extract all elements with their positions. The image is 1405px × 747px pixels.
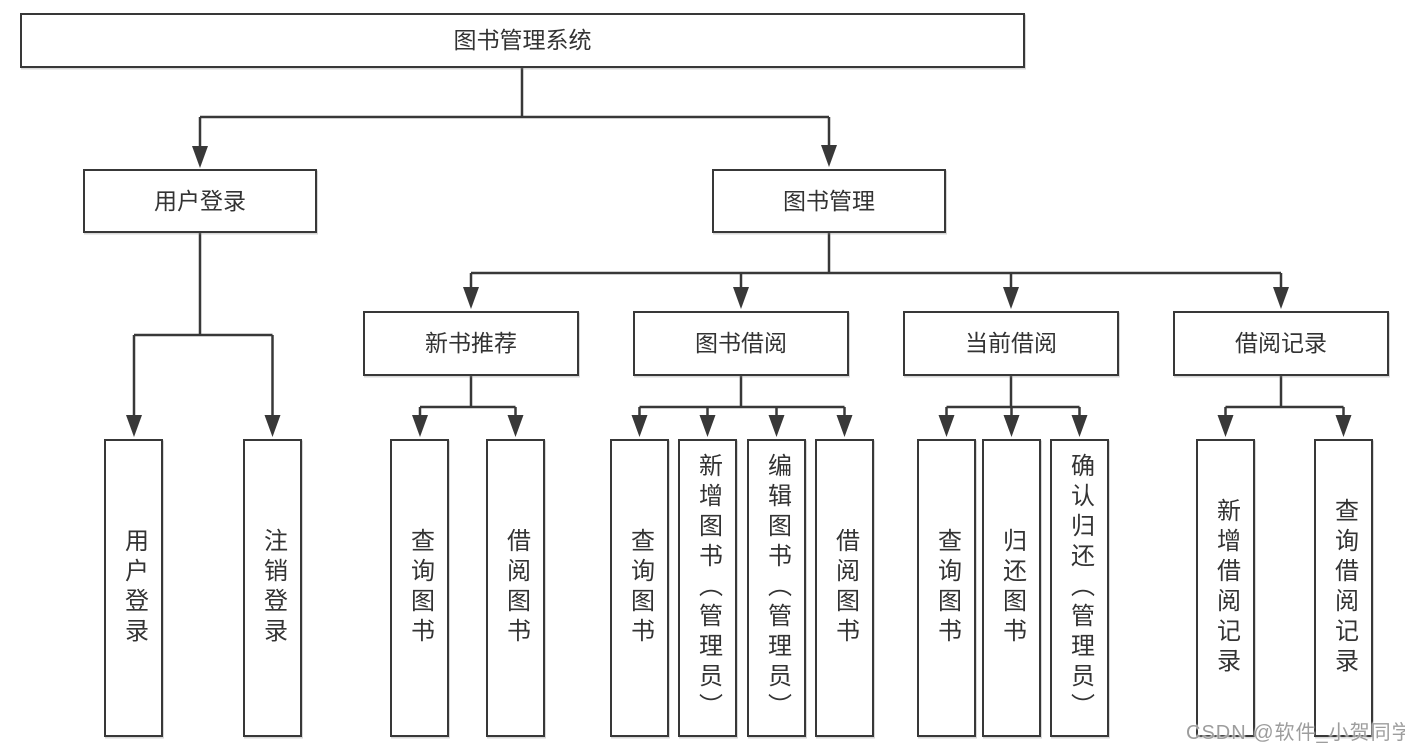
leaf-logout: 注销登录 [243,439,302,737]
arrow-down-icons [126,145,1352,437]
arrow-down-icon [1071,415,1088,437]
leaf-query-books-recommend: 查询图书 [390,439,449,737]
arrow-down-icon [1273,287,1289,309]
connector-root-to-level2 [198,68,831,150]
leaf-return-books: 归还图书 [982,439,1041,737]
connector-book-mgmt-level3 [469,233,1283,292]
leaf-user-login: 用户登录 [104,439,163,737]
arrow-down-icon [836,415,853,437]
connector-borrow-children [638,376,846,421]
arrow-down-icon [631,415,648,437]
node-current-borrowing: 当前借阅 [903,311,1119,376]
arrow-down-icon [699,415,716,437]
connector-recommend-children [418,376,517,421]
node-book-borrowing: 图书借阅 [633,311,849,376]
node-user-login: 用户登录 [83,169,317,233]
arrow-down-icon [733,287,749,309]
arrow-down-icon [264,415,281,437]
leaf-query-books-current: 查询图书 [917,439,976,737]
arrow-down-icon [412,415,428,437]
node-book-management: 图书管理 [712,169,946,233]
arrow-down-icon [192,146,208,168]
csdn-watermark: CSDN @软件_小贺同学 [1186,722,1405,744]
arrow-down-icon [768,415,785,437]
connector-current-children [945,376,1081,421]
arrow-down-icon [938,415,955,437]
leaf-borrow-books-recommend: 借阅图书 [486,439,545,737]
leaf-edit-books-admin: 编辑图书（管理员） [747,439,806,737]
leaf-add-borrow-record: 新增借阅记录 [1196,439,1255,737]
node-borrowing-records: 借阅记录 [1173,311,1389,376]
connector-user-login-children [132,233,274,421]
leaf-add-books-admin: 新增图书（管理员） [678,439,737,737]
arrow-down-icon [1217,415,1234,437]
arrow-down-icon [821,145,837,167]
arrow-down-icon [463,287,479,309]
connector-records-children [1224,376,1345,421]
leaf-confirm-return-admin: 确认归还（管理员） [1050,439,1109,737]
arrow-down-icon [507,415,524,437]
node-root: 图书管理系统 [20,13,1025,68]
arrow-down-icon [126,415,142,437]
arrow-down-icon [1003,415,1020,437]
leaf-query-borrow-record: 查询借阅记录 [1314,439,1373,737]
leaf-query-books-borrow: 查询图书 [610,439,669,737]
node-new-book-recommend: 新书推荐 [363,311,579,376]
connector-paths [132,68,1345,421]
arrow-down-icon [1003,287,1019,309]
arrow-down-icon [1335,415,1352,437]
leaf-borrow-books: 借阅图书 [815,439,874,737]
